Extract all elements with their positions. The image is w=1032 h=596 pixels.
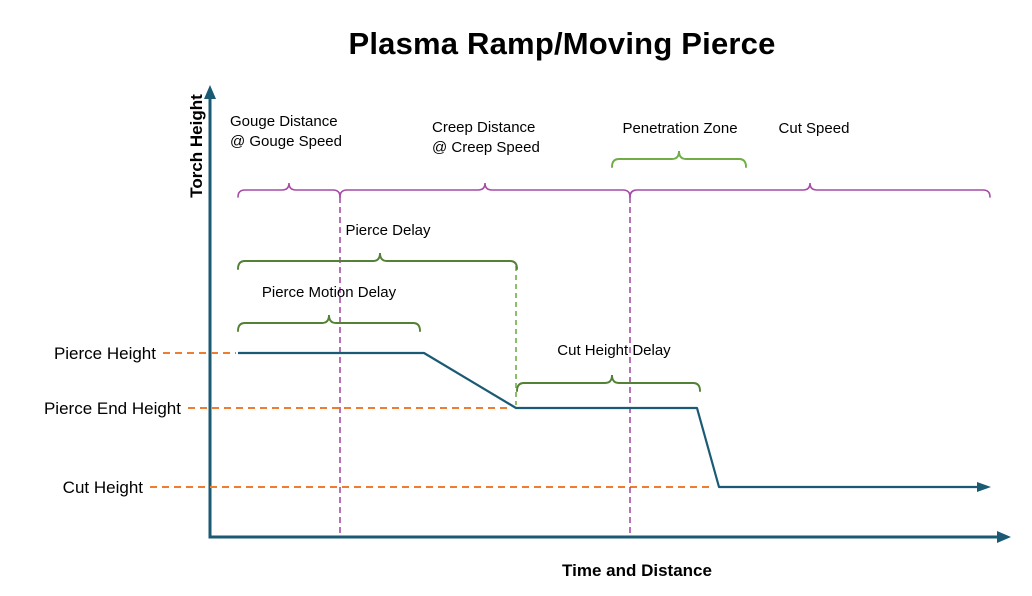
gouge-distance-label: Gouge Distance @ Gouge Speed [230,112,342,152]
cut-height-delay-brace [516,374,701,392]
diagram-title: Plasma Ramp/Moving Pierce [348,26,776,61]
penetration-zone-label: Penetration Zone [622,120,738,137]
pierce-end-height-label: Pierce End Height [43,399,181,418]
x-axis-arrowhead-icon [997,531,1011,543]
cut-speed-brace [629,182,991,198]
creep-distance-label-line1: Creep Distance [432,119,536,136]
cut-speed-label: Cut Speed [778,120,850,137]
creep-distance-label-line2: @ Creep Speed [432,139,540,156]
penetration-zone-brace [611,150,747,168]
pierce-motion-delay-brace [237,314,421,332]
curve-arrowhead-icon [977,482,991,492]
pierce-motion-delay-label: Pierce Motion Delay [261,284,397,301]
y-axis-arrowhead-icon [204,85,216,99]
y-axis-label: Torch Height [187,94,206,198]
pierce-delay-label: Pierce Delay [345,222,431,239]
gouge-distance-label-line1: Gouge Distance [230,113,338,130]
gouge-distance-label-line2: @ Gouge Speed [230,133,342,150]
cut-height-delay-label: Cut Height Delay [557,342,671,359]
x-axis-label: Time and Distance [562,561,712,580]
pierce-delay-brace [237,252,518,270]
torch-height-curve [238,351,978,489]
cut-height-label: Cut Height [62,478,143,497]
pierce-height-label: Pierce Height [53,344,156,363]
creep-distance-brace [339,182,631,198]
creep-distance-label: Creep Distance @ Creep Speed [432,118,540,158]
gouge-distance-brace [237,182,341,198]
